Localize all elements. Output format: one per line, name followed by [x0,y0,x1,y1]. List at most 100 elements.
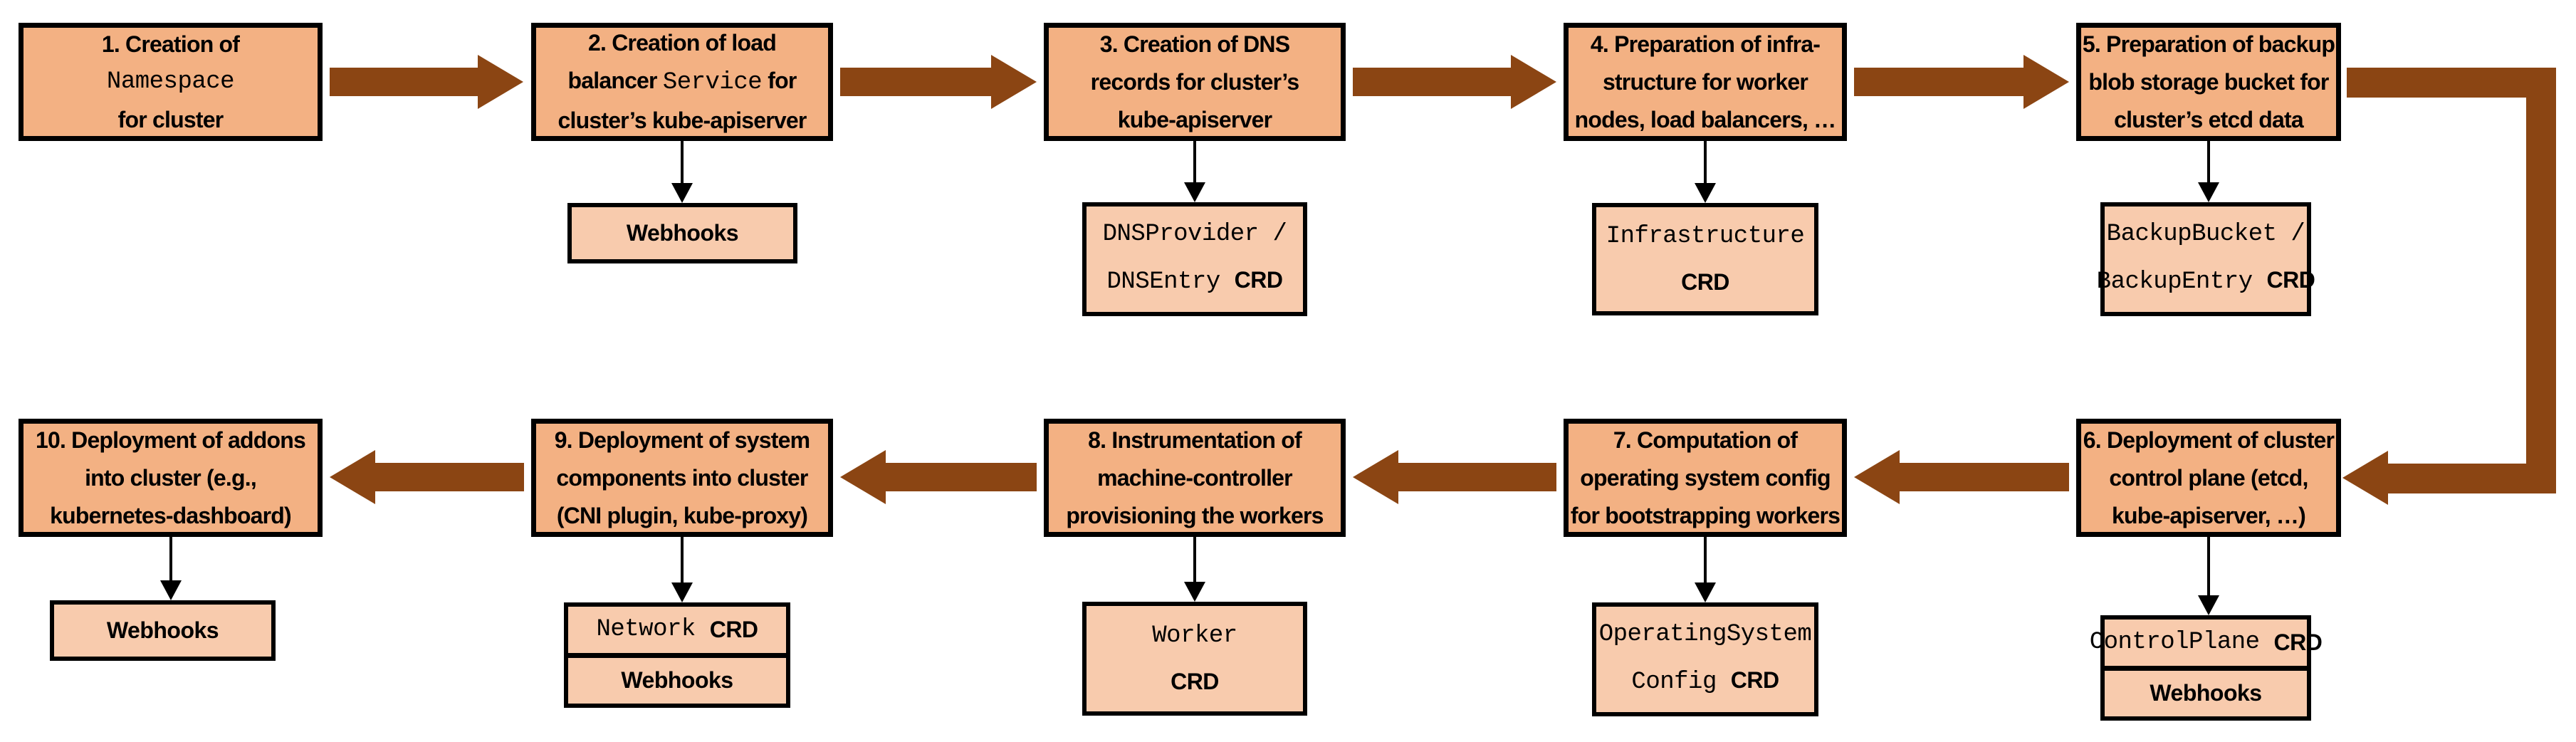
connector-arrowhead-icon [1184,582,1205,602]
step-9-network-crd-cell: Network CRD [568,607,786,653]
arrow-body [1398,463,1556,491]
step-3-dns-crd-box: DNSProvider / DNSEntry CRD [1082,202,1307,316]
flow-arrow-step3-step4 [1353,55,1556,109]
step-6-crd-webhooks-stack: ControlPlane CRD Webhooks [2090,615,2323,721]
step-8-line-1: 8. Instrumentation of [1088,427,1302,453]
step-5-crd-label: CRD [2266,266,2315,293]
step-5-backupentry-text: BackupEntry [2096,268,2267,296]
step-8-crd-label: CRD [1171,669,1219,694]
step-2-webhooks-box: Webhooks [567,203,797,263]
step-10-line-2: into cluster (e.g., [85,464,257,491]
step-6-webhooks-label: Webhooks [2150,680,2262,706]
step-9-line-1: 9. Deployment of system [554,427,810,453]
connector-step10-webhooks [160,537,182,600]
arrow-body [1854,68,2023,96]
step-6-box: 6. Deployment of cluster control plane (… [2076,419,2341,537]
step-8-line-2: machine-controller [1097,464,1292,491]
step-3-line-3: kube-apiserver [1117,106,1272,132]
step-7-line-3: for bootstrapping workers [1570,502,1841,528]
step-7-line-1: 7. Computation of [1613,427,1798,453]
step-9-line-2: components into cluster [556,464,808,491]
connector-line [1193,141,1196,182]
step-3-line-2: records for cluster’s [1090,68,1299,95]
elbow-arrow-step5-step6-bottom-bar [2387,464,2556,493]
step-10-line-3: kubernetes-dashboard) [50,502,292,528]
arrow-head-left-icon [1854,450,1900,504]
flow-arrow-step2-step3 [840,55,1037,109]
step-10-box: 10. Deployment of addons into cluster (e… [19,419,323,537]
connector-step7-crd [1695,537,1716,602]
flow-arrow-step9-step10 [330,450,524,504]
step-6-line-2: control plane (etcd, [2109,464,2308,491]
step-5-box: 5. Preparation of backup blob storage bu… [2076,23,2341,141]
step-4-line-1: 4. Preparation of infra- [1590,31,1821,57]
flow-arrow-step4-step5 [1854,55,2069,109]
step-2-line-2a: balancer [567,68,663,93]
step-3-line-1: 3. Creation of DNS [1099,31,1290,57]
step-6-line-3: kube-apiserver, …) [2112,502,2306,528]
step-2-webhooks-label: Webhooks [626,220,739,246]
step-4-line-2: structure for worker [1602,68,1808,95]
arrow-head-right-icon [2023,55,2069,109]
arrow-head-left-icon [330,450,375,504]
step-7-operatingsystem-text: OperatingSystem [1598,620,1812,648]
step-8-worker-text: Worker [1152,622,1237,649]
step-2-service-text: Service [662,69,763,96]
step-2-line-2b: for [762,68,797,93]
elbow-arrow-step5-step6-vertical-bar [2526,68,2556,493]
connector-line [1704,141,1707,183]
arrow-body [1900,463,2069,491]
step-5-backup-crd-box: BackupBucket / BackupEntry CRD [2096,202,2315,316]
connector-line [1193,537,1196,582]
connector-line [681,141,684,183]
step-3-crd-line-2: DNSEntry CRD [1107,257,1283,308]
connector-arrowhead-icon [2198,595,2219,615]
flow-arrow-step1-step2 [330,55,523,109]
step-7-crd-label: CRD [1730,667,1779,693]
step-6-webhooks-cell: Webhooks [2105,665,2307,717]
step-1-line-1: 1. Creation of [101,31,240,57]
step-10-line-1: 10. Deployment of addons [35,427,306,453]
connector-step3-crd [1184,141,1205,202]
connector-step6-crd [2198,537,2219,615]
connector-line [1704,537,1707,582]
step-3-crd-label: CRD [1234,266,1283,293]
connector-step2-webhooks [671,141,693,203]
connector-arrowhead-icon [1184,182,1205,202]
step-2-line-3: cluster’s kube-apiserver [557,108,807,133]
arrow-head-right-icon [991,55,1037,109]
step-2-box: 2. Creation of load balancer Service for… [531,23,833,141]
step-3-box: 3. Creation of DNS records for cluster’s… [1044,23,1346,141]
step-6-controlplane-crd-cell: ControlPlane CRD [2090,620,2323,666]
step-8-box: 8. Instrumentation of machine-controller… [1044,419,1346,537]
arrow-body [886,463,1037,491]
step-3-crd-line-1: DNSProvider / [1102,220,1287,248]
step-4-line-3: nodes, load balancers, … [1574,106,1837,132]
connector-line [681,537,684,582]
step-9-webhooks-label: Webhooks [621,667,733,694]
step-5-crd-line-1: BackupBucket / [2106,220,2305,248]
step-7-box: 7. Computation of operating system confi… [1564,419,1847,537]
step-7-osc-crd-box: OperatingSystem Config CRD [1592,602,1818,716]
step-7-config-text: Config [1631,668,1731,696]
step-10-webhooks-label: Webhooks [106,617,219,643]
step-5-line-1: 5. Preparation of backup [2082,31,2335,57]
flow-arrow-step8-step9 [840,450,1037,504]
elbow-arrow-head-left-icon [2342,451,2388,505]
step-6-line-1: 6. Deployment of cluster [2083,427,2335,453]
arrow-head-left-icon [840,450,886,504]
step-5-line-3: cluster’s etcd data [2114,106,2304,132]
step-6-crd-label: CRD [2273,629,2323,655]
step-1-line-3: for cluster [117,106,224,132]
connector-arrowhead-icon [1695,582,1716,602]
step-1-box: 1. Creation of Namespace for cluster [19,23,323,141]
flow-arrow-step7-step8 [1353,450,1556,504]
step-9-crd-webhooks-stack: Network CRD Webhooks [564,602,790,708]
flow-arrow-step6-step7 [1854,450,2069,504]
step-2-line-1: 2. Creation of load [588,30,777,56]
step-1-namespace-text: Namespace [106,68,235,95]
connector-step5-crd [2198,141,2219,202]
step-9-crd-label: CRD [709,616,758,642]
step-4-infrastructure-crd-box: Infrastructure CRD [1592,203,1818,315]
